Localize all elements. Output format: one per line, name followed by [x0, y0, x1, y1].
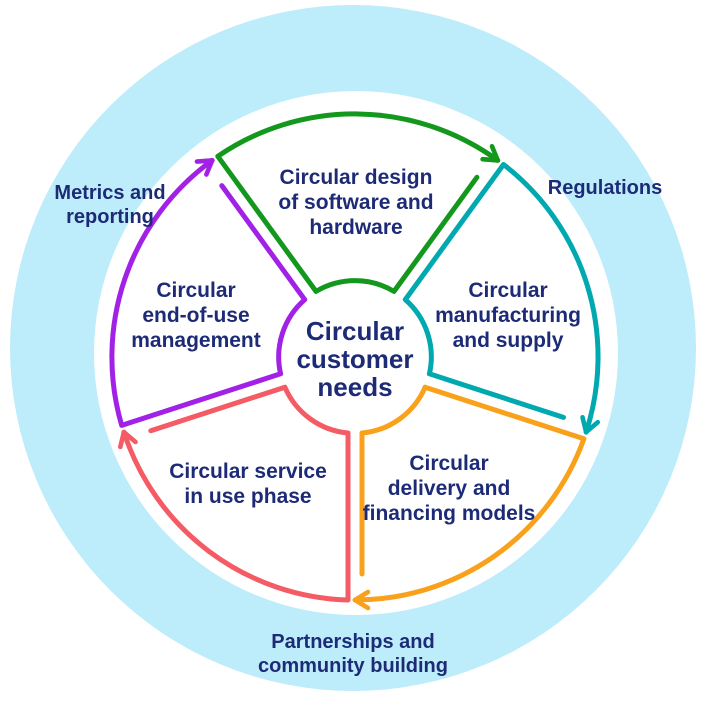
center-label-line1: Circular — [306, 316, 404, 346]
center-label: Circular customer needs — [296, 316, 413, 402]
center-label-line3: needs — [317, 372, 392, 402]
regulations-line1: Regulations — [548, 177, 662, 199]
segment-label-circular-service: Circular service in use phase — [169, 460, 327, 508]
segment-end-of-use-line2: end-of-use — [142, 304, 249, 327]
segment-design-line2: of software and — [278, 191, 433, 214]
outer-label-metrics-reporting: Metrics and reporting — [54, 182, 165, 228]
segment-end-of-use-line1: Circular — [156, 279, 235, 302]
segment-label-circular-design: Circular design of software and hardware — [278, 166, 433, 239]
partnerships-line2: community building — [258, 655, 448, 677]
segment-delivery-line2: delivery and — [388, 477, 511, 500]
segment-circular-delivery — [352, 384, 587, 611]
partnerships-line1: Partnerships and — [271, 631, 434, 653]
segment-label-circular-end-of-use: Circular end-of-use management — [131, 279, 261, 352]
segment-delivery-line3: financing models — [363, 502, 536, 525]
segment-end-of-use-line3: management — [131, 329, 261, 352]
segment-circular-design — [215, 111, 501, 294]
segment-manufacturing-line3: and supply — [453, 329, 564, 352]
segment-delivery-line1: Circular — [409, 452, 488, 475]
metrics-line1: Metrics and — [54, 182, 165, 204]
wheel-background — [94, 91, 618, 615]
segment-circular-manufacturing — [402, 162, 601, 435]
segment-label-circular-delivery: Circular delivery and financing models — [363, 452, 536, 525]
metrics-line2: reporting — [66, 206, 154, 228]
segment-manufacturing-line1: Circular — [468, 279, 547, 302]
segment-design-line1: Circular design — [280, 166, 433, 189]
segment-manufacturing-line2: manufacturing — [435, 304, 581, 327]
outer-label-regulations: Regulations — [548, 177, 662, 199]
segment-label-circular-manufacturing: Circular manufacturing and supply — [435, 279, 581, 352]
segment-service-line1: Circular service — [169, 460, 327, 483]
segment-design-line3: hardware — [309, 216, 402, 239]
outer-label-partnerships: Partnerships and community building — [258, 631, 448, 677]
center-label-line2: customer — [296, 344, 413, 374]
segment-circular-service — [118, 384, 351, 603]
segment-service-line2: in use phase — [184, 485, 311, 508]
segment-circular-end-of-use — [109, 157, 308, 428]
